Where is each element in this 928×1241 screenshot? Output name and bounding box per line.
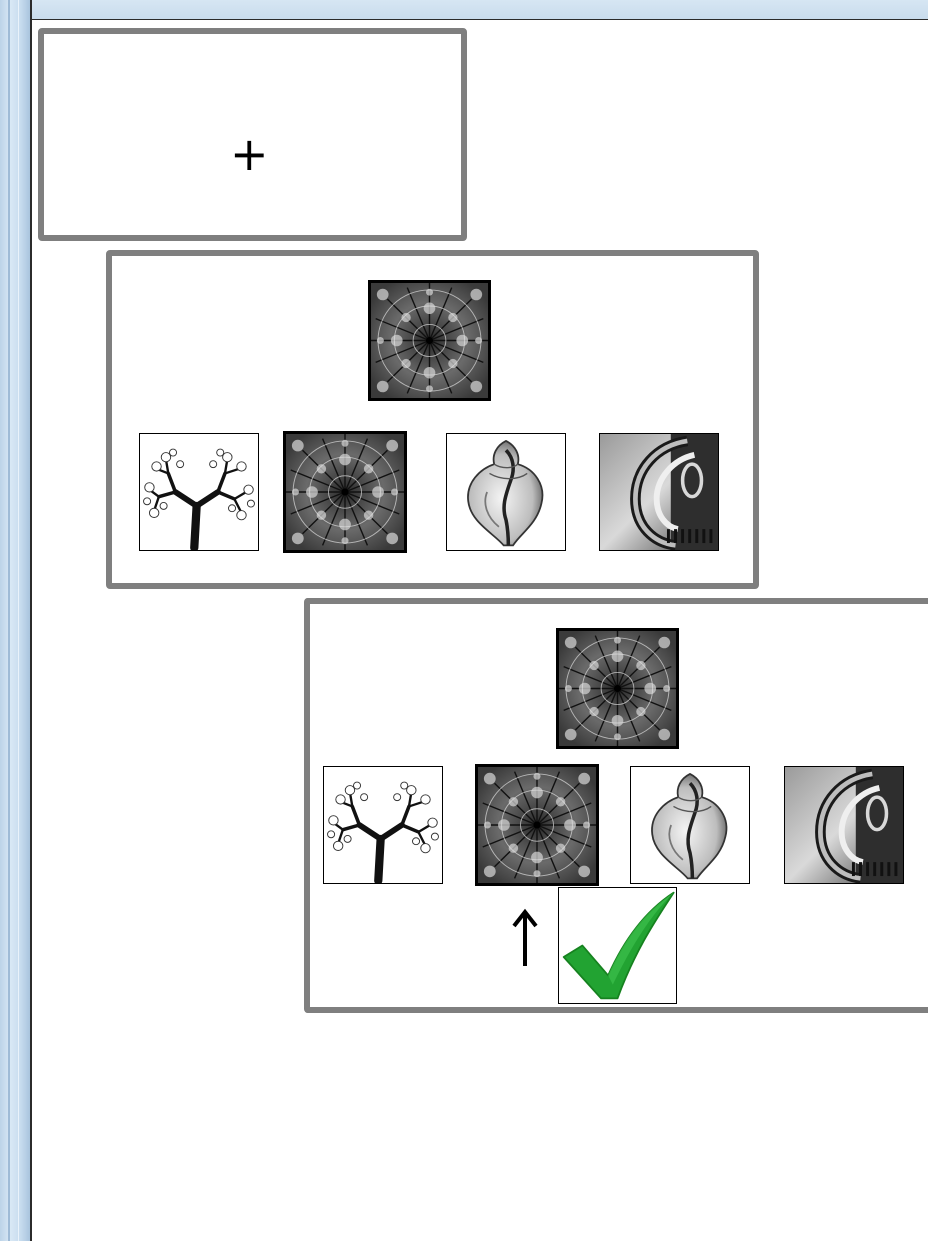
target-mandala-image <box>368 280 491 401</box>
choice-abstract-spiral-image[interactable] <box>599 433 719 551</box>
feedback-choice-fractal-mandala-image <box>475 764 599 886</box>
choice-fractal-tree-image[interactable] <box>139 433 259 551</box>
choice-fractal-mandala-image[interactable] <box>283 431 407 553</box>
checkmark-icon <box>558 887 677 1004</box>
feedback-choice-abstract-spiral-image <box>784 766 904 884</box>
fixation-cross: + <box>230 132 268 176</box>
up-arrow-icon <box>510 908 540 968</box>
window-title-bar <box>0 0 928 20</box>
feedback-choice-fractal-tree-image <box>323 766 443 884</box>
choice-shell-image[interactable] <box>446 433 566 551</box>
feedback-choice-shell-image <box>630 766 750 884</box>
window-left-frame <box>0 0 32 1241</box>
feedback-target-mandala-image <box>556 628 679 749</box>
